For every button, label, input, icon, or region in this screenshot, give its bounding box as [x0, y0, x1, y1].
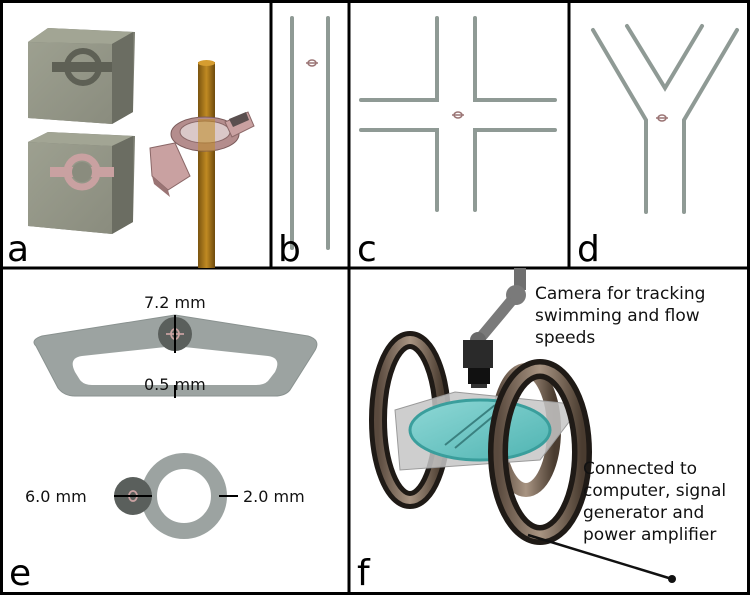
camera-label-line-2: swimming and flow [535, 306, 700, 326]
panel-label-f: f [357, 553, 370, 594]
panel-f-setup [369, 268, 676, 583]
dimension-right: 2.0 mm [243, 487, 305, 506]
panel-label-d: d [577, 229, 600, 270]
panel-c-cross-channel [359, 16, 557, 212]
panel-e-tweezer-swimmer [33, 314, 318, 398]
panel-label-e: e [9, 553, 32, 594]
petri-dish [408, 398, 552, 462]
panel-label-c: c [357, 229, 377, 270]
connection-label-line-4: power amplifier [583, 525, 717, 545]
panel-label-b: b [278, 229, 301, 270]
panel-b-straight-channel [290, 16, 330, 250]
swimmer-part-3d [149, 111, 255, 197]
panel-a-illustration [28, 28, 255, 268]
panel-e-ring-swimmer [114, 453, 238, 539]
panel-d-swimmer [656, 114, 668, 122]
mold-block-top [28, 28, 135, 124]
panel-d-y-channel [591, 24, 739, 214]
mold-block-bottom [28, 132, 135, 234]
dimension-left: 6.0 mm [25, 487, 87, 506]
panel-b-swimmer [306, 59, 318, 67]
connection-label-line-1: Connected to [583, 459, 698, 479]
camera-label-line-3: speeds [535, 328, 596, 348]
cable [527, 533, 673, 581]
panel-c-swimmer [452, 111, 464, 119]
connection-label-line-3: generator and [583, 503, 705, 523]
glass-rod [198, 62, 215, 268]
panel-label-a: a [7, 229, 30, 270]
dimension-top: 7.2 mm [144, 293, 206, 312]
connection-label-line-2: computer, signal [583, 481, 727, 501]
camera [463, 340, 493, 388]
dimension-gap: 0.5 mm [144, 375, 206, 394]
camera-label-line-1: Camera for tracking [535, 284, 706, 304]
